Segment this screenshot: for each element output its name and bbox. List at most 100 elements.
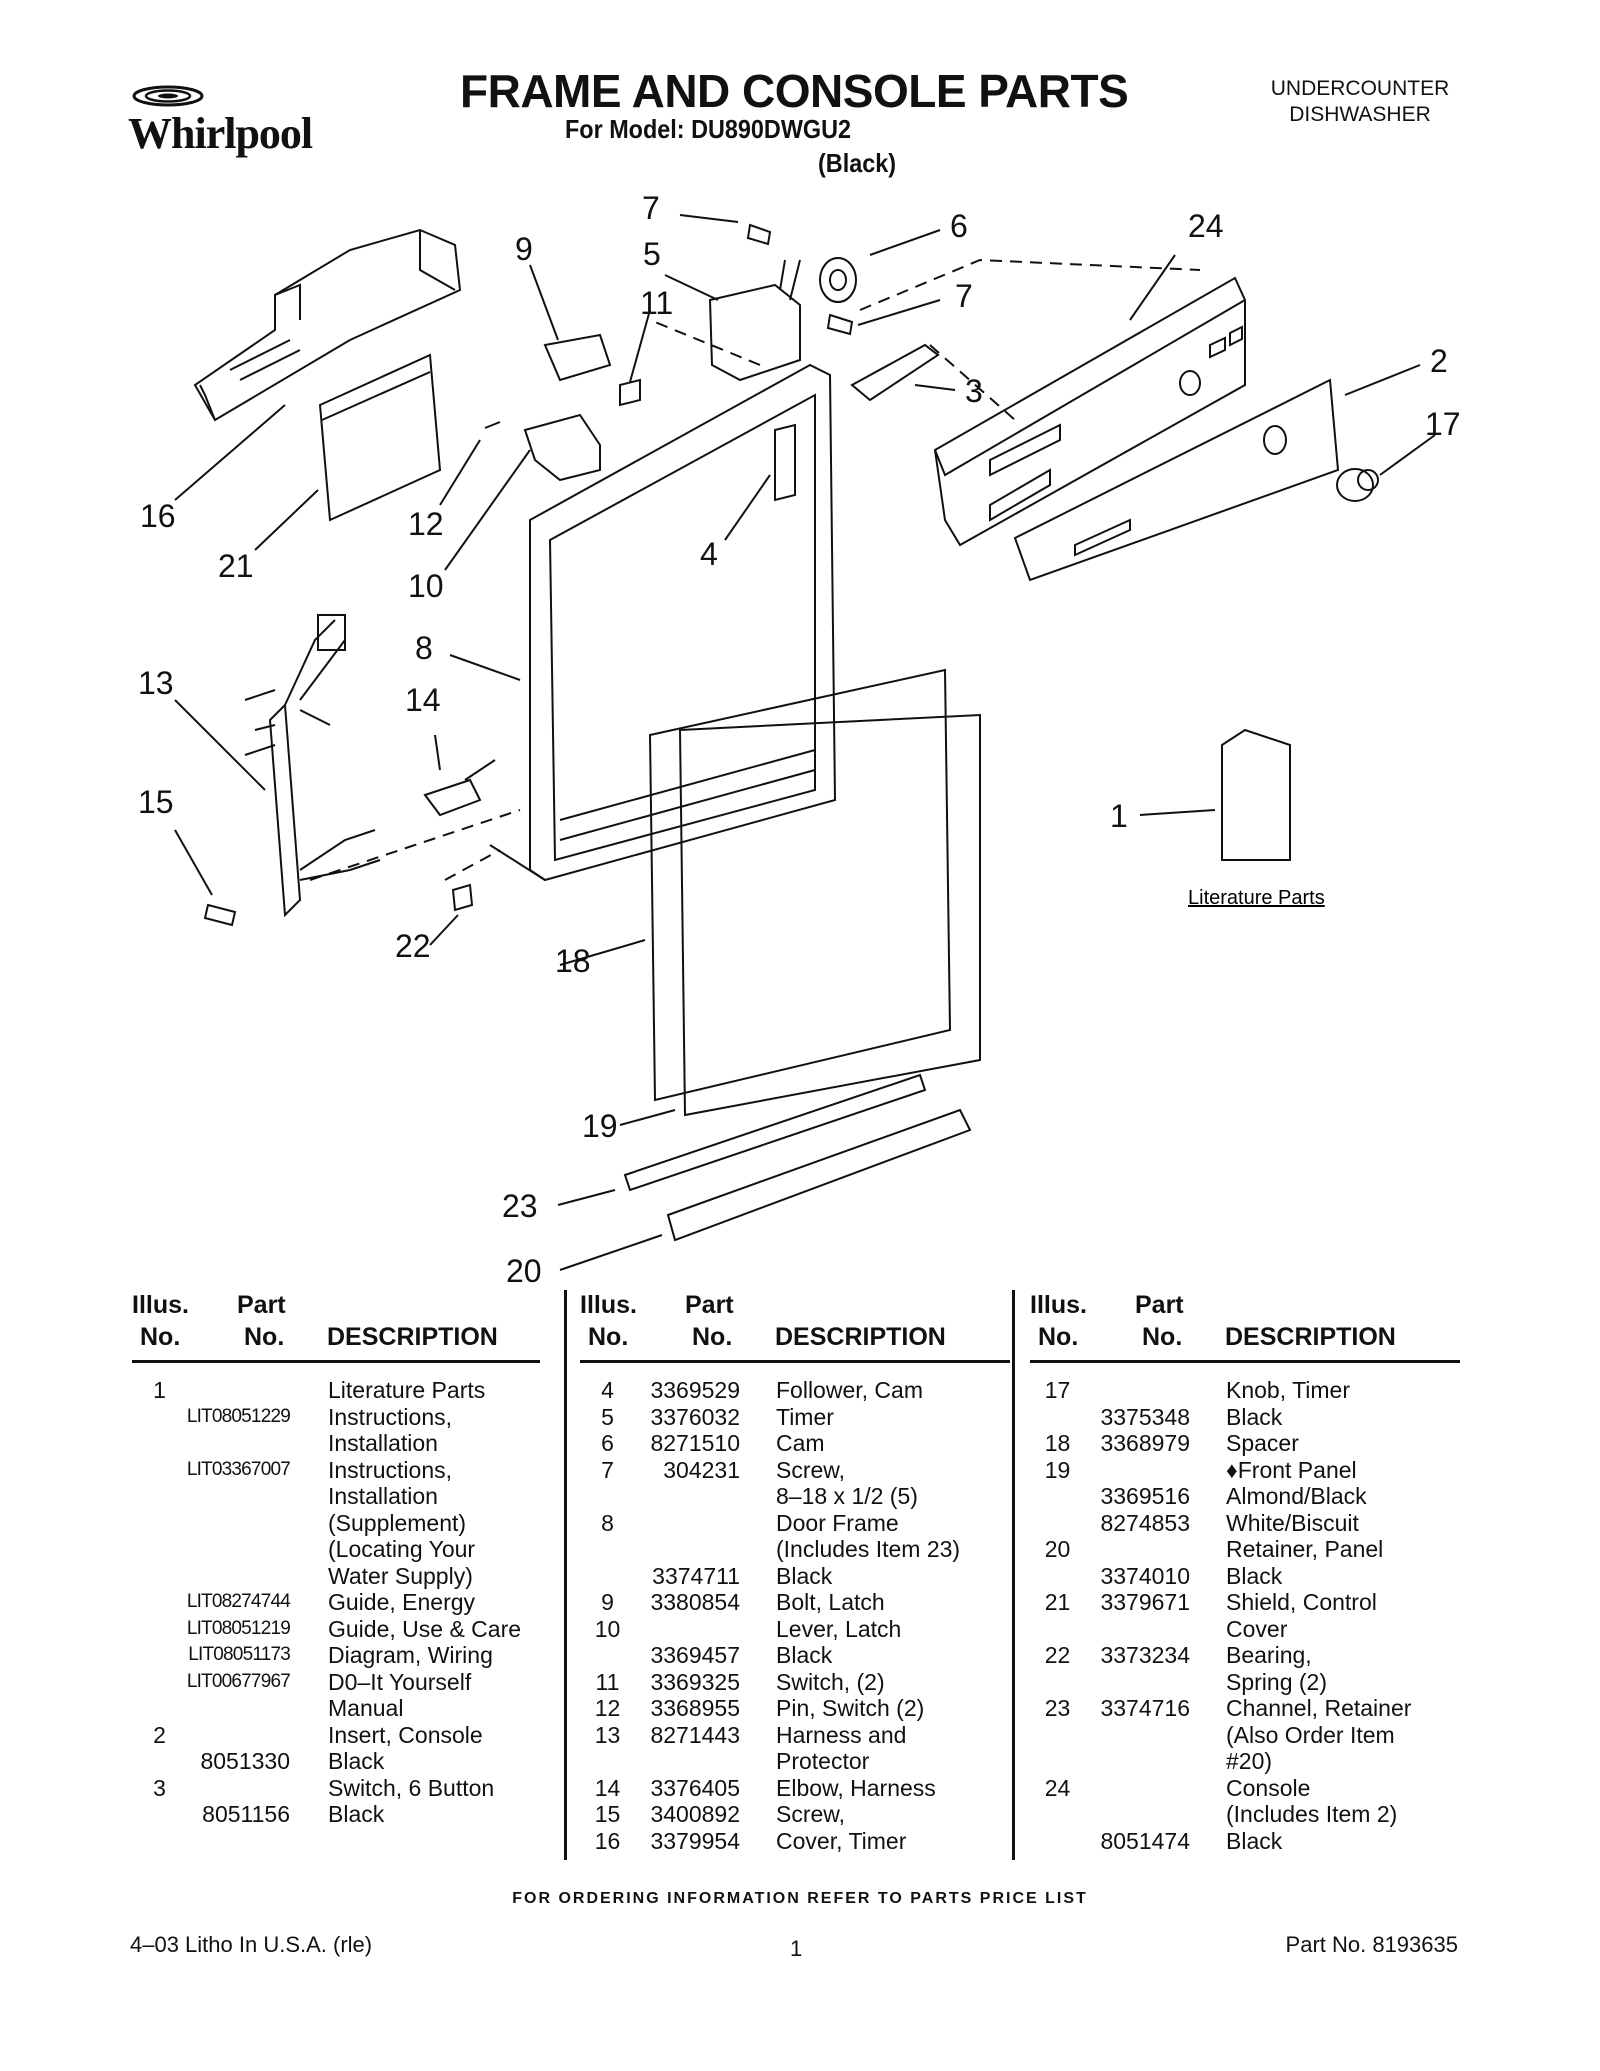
description-cell: Channel, Retainer xyxy=(1226,1695,1412,1721)
description-cell: Black xyxy=(1226,1827,1283,1854)
part-number-cell: 8271510 xyxy=(650,1430,740,1456)
description-cell: Follower, Cam xyxy=(776,1377,923,1403)
illus-number: 19 xyxy=(1044,1456,1071,1483)
color-line: (Black) xyxy=(818,148,897,178)
part-number-cell: 3368955 xyxy=(650,1695,740,1721)
header-part-no: No. xyxy=(692,1323,733,1351)
part-number-cell: 3368979 xyxy=(1100,1430,1190,1456)
illus-number: 24 xyxy=(1044,1774,1071,1801)
description-cell: (Includes Item 23) xyxy=(776,1536,961,1562)
callout-23: 23 xyxy=(502,1188,538,1224)
description-cell: Shield, Control xyxy=(1226,1589,1377,1615)
description-cell: Black xyxy=(1226,1403,1283,1430)
retainer-channel-part xyxy=(623,1073,927,1192)
description-cell: Water Supply) xyxy=(328,1562,473,1589)
part-number-cell: 8274853 xyxy=(1100,1509,1190,1536)
control-shield-part xyxy=(318,353,442,522)
description-cell: Protector xyxy=(776,1748,870,1774)
doc-type-line-2: DISHWASHER xyxy=(1289,103,1431,126)
part-number-cell: 3376032 xyxy=(650,1403,740,1430)
table-header: Illus. No. Part No. DESCRIPTION xyxy=(580,1290,1010,1363)
table-row: 6 8271510 Cam xyxy=(580,1430,1010,1457)
description-cell: Black xyxy=(776,1642,833,1668)
description-cell: (Locating Your xyxy=(328,1536,476,1562)
description-cell: Black xyxy=(776,1562,833,1589)
description-cell: Spacer xyxy=(1226,1430,1299,1456)
illus-number: 14 xyxy=(594,1774,621,1801)
whirlpool-swirl-icon xyxy=(132,85,204,107)
illus-number: 18 xyxy=(1044,1430,1071,1456)
timer-cover-part xyxy=(193,228,462,422)
ordering-note: FOR ORDERING INFORMATION REFER TO PARTS … xyxy=(512,1890,1088,1907)
table-header: Illus. No. Part No. DESCRIPTION xyxy=(1030,1290,1460,1363)
description-cell: (Supplement) xyxy=(328,1509,467,1536)
callout-1: 1 xyxy=(1110,798,1128,834)
description-cell: Cam xyxy=(776,1430,825,1456)
part-number-cell: LIT08051173 xyxy=(188,1644,291,1665)
description-cell: Literature Parts xyxy=(328,1377,486,1403)
description-cell: Retainer, Panel xyxy=(1226,1536,1384,1562)
table-row: 8–18 x 1/2 (5) xyxy=(580,1483,1010,1510)
header-illus: Illus. xyxy=(1030,1291,1087,1319)
table-row: LIT08051173 Diagram, Wiring xyxy=(132,1642,540,1669)
description-cell: Instructions, xyxy=(328,1456,452,1483)
callout-8: 8 xyxy=(415,630,433,666)
table-row: Cover xyxy=(1030,1616,1460,1643)
litho-line: 4–03 Litho In U.S.A. (rle) xyxy=(130,1932,373,1957)
callout-6: 6 xyxy=(950,208,968,244)
description-cell: Diagram, Wiring xyxy=(328,1642,493,1668)
illus-number: 23 xyxy=(1044,1695,1071,1721)
description-cell: (Includes Item 2) xyxy=(1226,1801,1398,1827)
description-cell: Spring (2) xyxy=(1226,1668,1327,1695)
description-cell: 8–18 x 1/2 (5) xyxy=(776,1483,918,1509)
illus-number: 6 xyxy=(601,1430,614,1456)
callout-19: 19 xyxy=(582,1108,618,1144)
description-cell: Harness and xyxy=(776,1721,907,1748)
table-row: 18 3368979 Spacer xyxy=(1030,1430,1460,1457)
part-number-cell: 3379671 xyxy=(1100,1589,1190,1615)
description-cell: Black xyxy=(1226,1562,1283,1589)
callout-5: 5 xyxy=(643,236,661,272)
whirlpool-logo: Whirlpool xyxy=(118,78,368,168)
illus-number: 22 xyxy=(1044,1642,1071,1668)
part-number-cell: 3373234 xyxy=(1100,1642,1190,1668)
illus-number: 8 xyxy=(601,1509,614,1536)
callout-17: 17 xyxy=(1425,406,1461,442)
description-cell: Pin, Switch (2) xyxy=(776,1695,925,1721)
part-number-cell: LIT08274744 xyxy=(186,1591,291,1612)
description-cell: Manual xyxy=(328,1695,404,1721)
illus-number: 4 xyxy=(601,1377,614,1403)
harness-elbow-part xyxy=(423,759,496,817)
part-number-cell: 3369325 xyxy=(650,1668,740,1695)
console-part xyxy=(933,276,1246,547)
callout-3: 3 xyxy=(965,373,983,409)
callout-2: 2 xyxy=(1430,343,1448,379)
part-number-cell: 8051156 xyxy=(202,1801,290,1827)
part-number-cell: 3379954 xyxy=(650,1827,740,1854)
table-row: (Includes Item 2) xyxy=(1030,1801,1460,1828)
table-row: Installation xyxy=(132,1430,540,1457)
header-illus-no: No. xyxy=(1038,1323,1079,1351)
document-type: UNDERCOUNTER DISHWASHER xyxy=(1250,76,1470,128)
part-number-cell: 3380854 xyxy=(650,1589,740,1615)
